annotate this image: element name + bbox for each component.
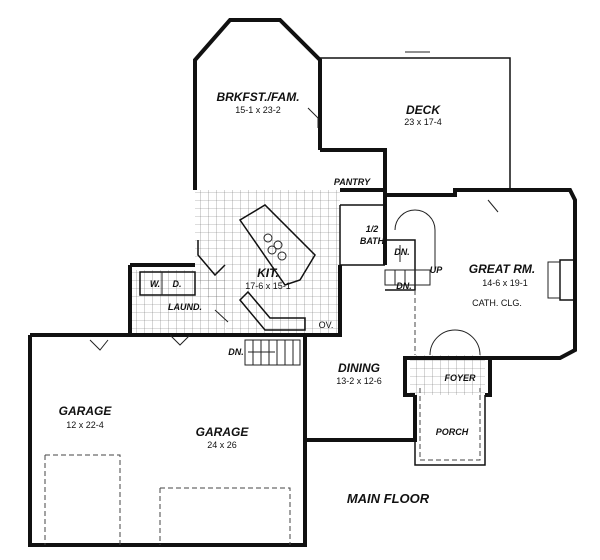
kitchen-counter bbox=[197, 240, 306, 331]
garage-main-dims: 24 x 26 bbox=[207, 440, 237, 450]
main-stairs bbox=[384, 245, 431, 286]
door-swings bbox=[89, 107, 499, 351]
garage-left-dims: 12 x 22-4 bbox=[66, 420, 104, 430]
laund-name: LAUND. bbox=[168, 302, 202, 312]
kit-dims: 17-6 x 15-1 bbox=[245, 281, 291, 291]
washer-label: W. bbox=[150, 279, 160, 289]
brkfst-dims: 15-1 x 23-2 bbox=[235, 105, 281, 115]
stair-dn-label: DN. bbox=[396, 281, 412, 291]
bath-sub: BATH bbox=[360, 236, 385, 246]
porch-name: PORCH bbox=[436, 427, 469, 437]
dryer-label: D. bbox=[173, 279, 182, 289]
floor-title: MAIN FLOOR bbox=[347, 491, 430, 506]
garage-left-name: GARAGE bbox=[59, 404, 113, 418]
garage-main-name: GARAGE bbox=[196, 425, 250, 439]
dining-dims: 13-2 x 12-6 bbox=[336, 376, 382, 386]
foyer-name: FOYER bbox=[444, 373, 476, 383]
deck-dims: 23 x 17-4 bbox=[404, 117, 442, 127]
brkfst-name: BRKFST./FAM. bbox=[216, 90, 299, 104]
great-name: GREAT RM. bbox=[469, 262, 535, 276]
garage-stairs bbox=[244, 339, 301, 366]
stair-up-label: UP bbox=[430, 265, 443, 275]
dining-name: DINING bbox=[338, 361, 380, 375]
great-note: CATH. CLG. bbox=[472, 298, 522, 308]
deck-name: DECK bbox=[406, 103, 441, 117]
garage-walls bbox=[28, 333, 307, 547]
great-room-walls bbox=[385, 188, 577, 360]
kit-name: KIT. bbox=[257, 266, 279, 280]
great-dims: 14-6 x 19-1 bbox=[482, 278, 528, 288]
brkfst-walls bbox=[193, 18, 387, 190]
kitchen-tile-floor bbox=[130, 190, 485, 395]
stair-dn2-label: DN. bbox=[394, 247, 410, 257]
bath-name: 1/2 bbox=[366, 224, 379, 234]
foyer-porch-walls bbox=[403, 329, 492, 466]
pantry-name: PANTRY bbox=[334, 177, 371, 187]
garage-dn-label: DN. bbox=[228, 347, 244, 357]
oven-label: OV. bbox=[319, 320, 334, 330]
deck-outline bbox=[320, 51, 511, 190]
kitchen-island bbox=[238, 204, 316, 286]
